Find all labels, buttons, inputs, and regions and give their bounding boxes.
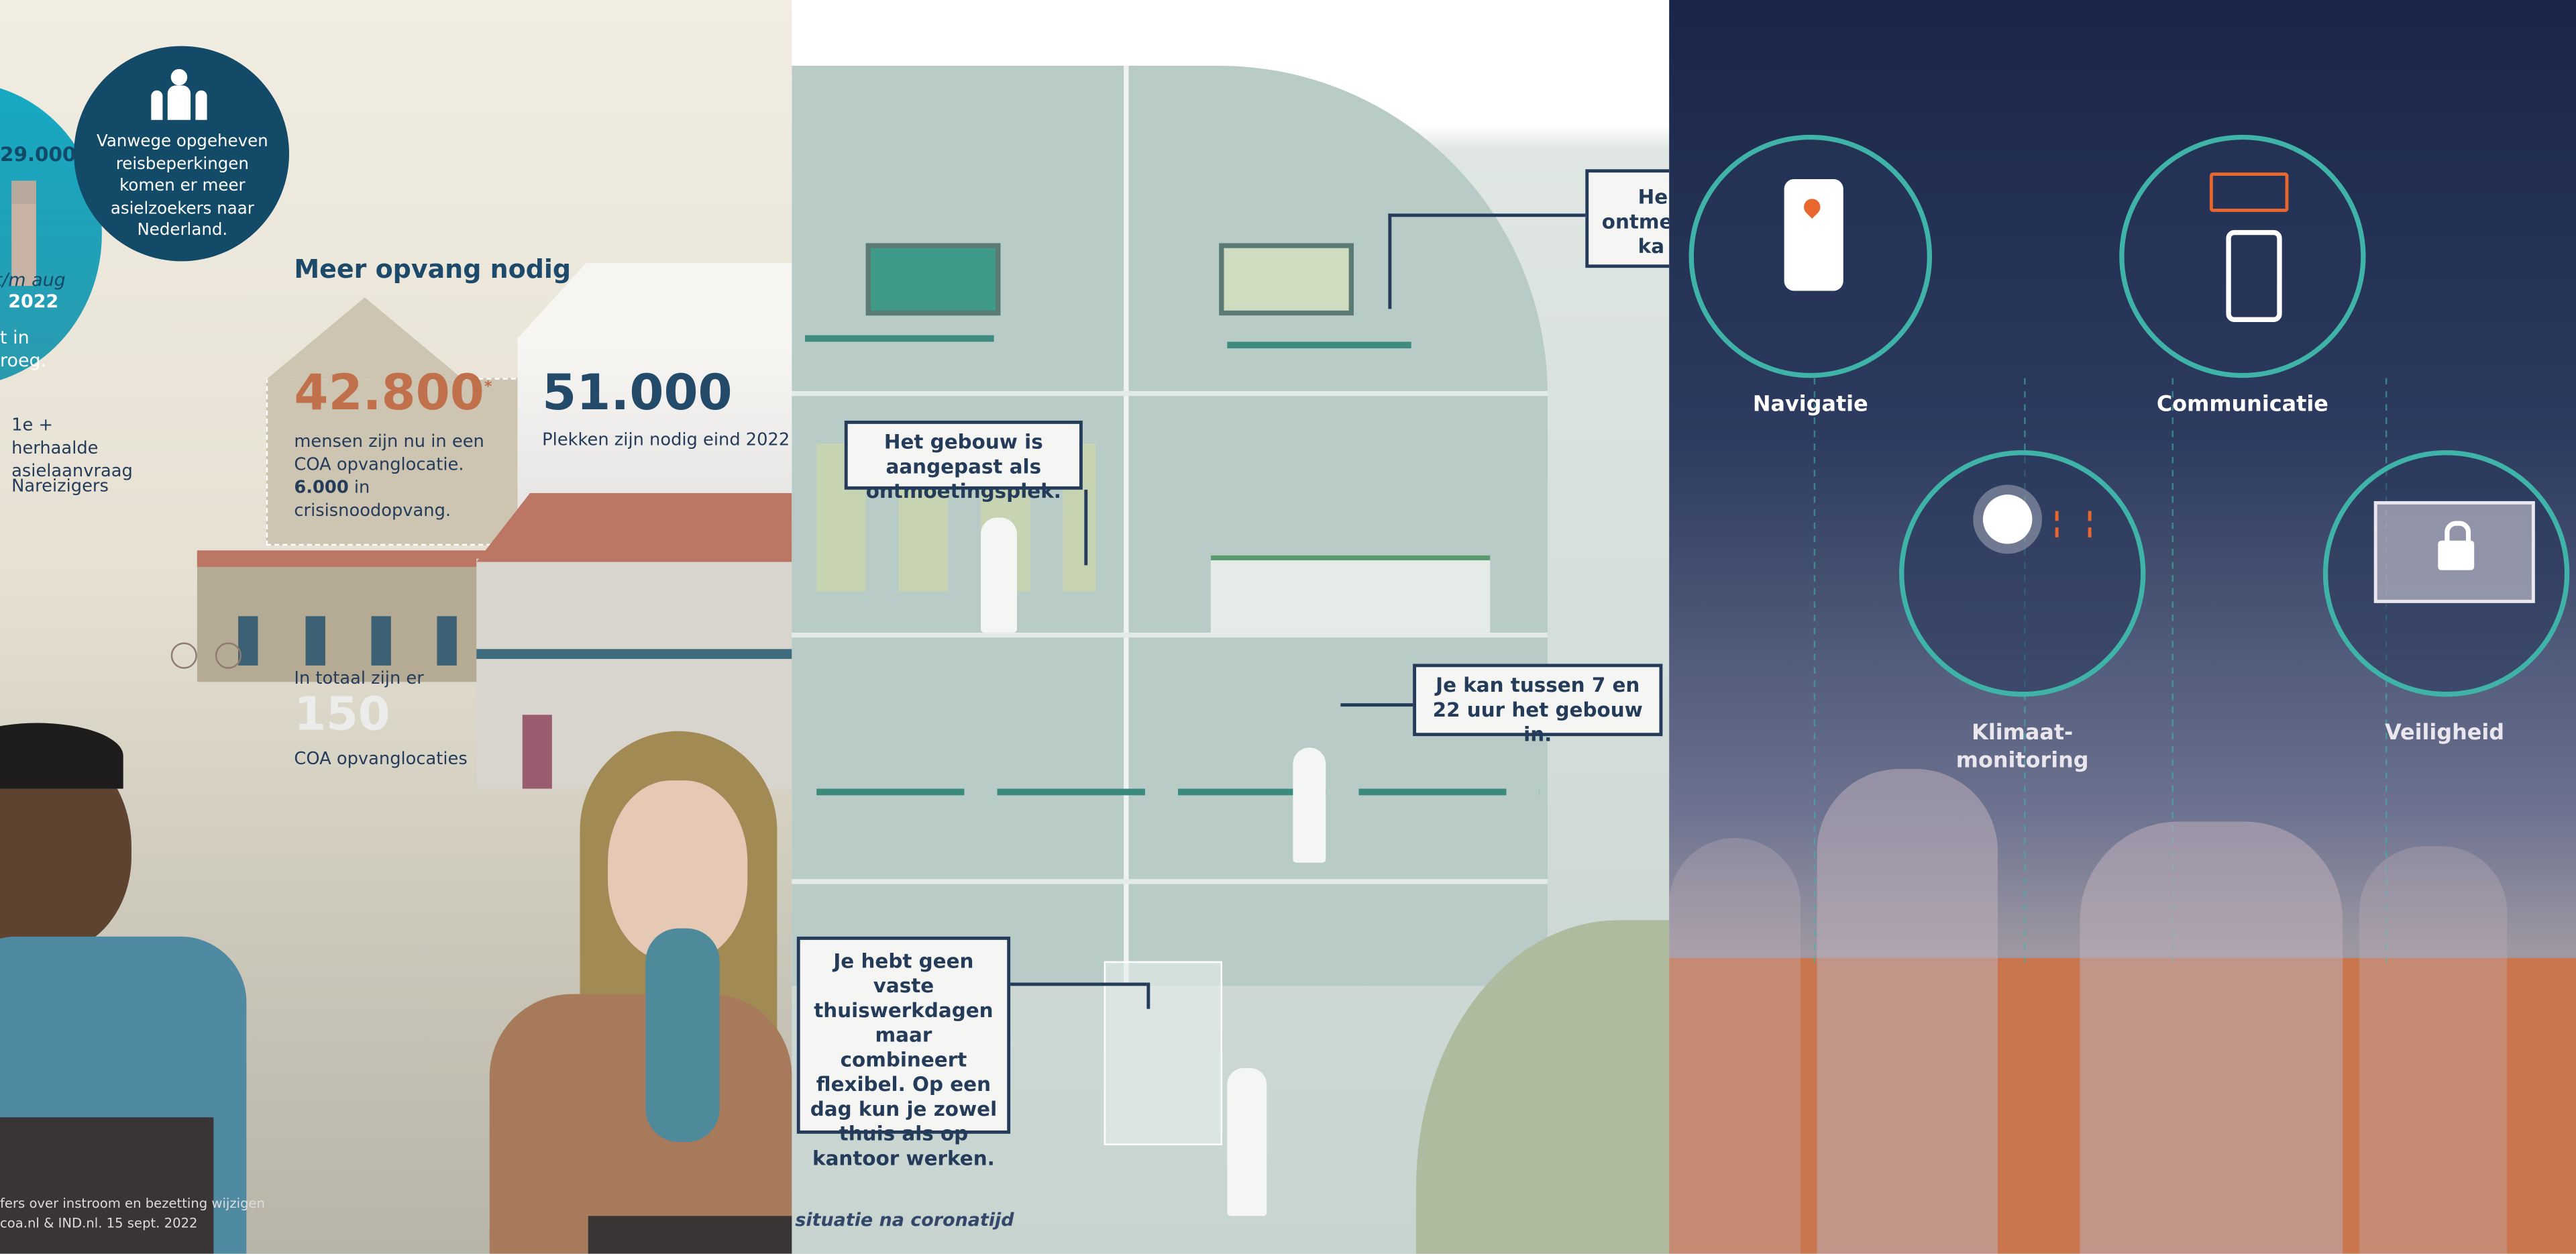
security-circle xyxy=(2322,450,2570,697)
total-intro: In totaal zijn er xyxy=(294,668,424,689)
stat-partial-2: roeg. xyxy=(0,350,47,372)
infographic-smartphone-uses: Navigatie Communicatie Klimaat- monitori… xyxy=(1669,0,2576,1254)
floor-line-2 xyxy=(792,632,1548,638)
label-veiligheid: Veiligheid xyxy=(2385,721,2505,746)
asterisk: * xyxy=(484,379,492,397)
infographic-asylum-reception: 29.000 t/m aug 2022 t in roeg. Vanwege o… xyxy=(0,0,792,1254)
total-text: COA opvanglocaties xyxy=(294,749,468,770)
total-number: 150 xyxy=(294,686,390,741)
person-silhouette xyxy=(1817,769,1998,1254)
stat-partial-1: t in xyxy=(0,327,30,349)
section-heading: Meer opvang nodig xyxy=(294,254,572,284)
label-meeting: Het gebouw is aangepast als ontmoetingsp… xyxy=(844,420,1083,503)
footnote-2: coa.nl & IND.nl. 15 sept. 2022 xyxy=(0,1216,198,1231)
current-number: 42.800 xyxy=(294,364,484,423)
person-figure xyxy=(1227,1067,1267,1216)
infographic-office-building: He ontme ka Het gebouw is aangepast als … xyxy=(792,0,1670,1254)
kitchen-counter xyxy=(1210,555,1491,633)
meeting-table xyxy=(1227,342,1411,349)
needed-text: Plekken zijn nodig eind 2022 xyxy=(542,430,790,451)
stat-period: t/m aug xyxy=(0,269,66,291)
label-klimaat: Klimaat- monitoring xyxy=(1955,721,2089,774)
phone-map-icon xyxy=(1784,178,1843,291)
screen-2 xyxy=(1219,243,1354,316)
phone-chat-icon xyxy=(2209,172,2289,212)
row-houses xyxy=(197,550,526,682)
person-figure xyxy=(981,517,1017,633)
desks xyxy=(816,788,1540,796)
caption: situatie na coronatijd xyxy=(795,1209,1014,1231)
laptop-lock-icon xyxy=(2373,501,2535,603)
entrance-door xyxy=(1104,961,1223,1145)
person-silhouette xyxy=(2080,821,2343,1254)
sun-heat-icon xyxy=(1982,494,2033,544)
stat-year: 2022 xyxy=(8,291,59,313)
floor-line-1 xyxy=(792,390,1548,397)
man-illustration xyxy=(0,608,279,1254)
woman-illustration xyxy=(489,731,792,1254)
floor-line-3 xyxy=(792,879,1548,884)
communication-circle xyxy=(2119,134,2366,378)
large-house-roof xyxy=(476,492,792,562)
label-navigatie: Navigatie xyxy=(1752,393,1868,418)
climate-circle xyxy=(1899,450,2146,697)
person-figure xyxy=(1293,747,1326,863)
label-flexible: Je hebt geen vaste thuiswerkdagen maar c… xyxy=(796,936,1011,1170)
legend-family: Nareizigers xyxy=(11,476,109,497)
legend-asylum: 1e + herhaalde asielaanvraag xyxy=(11,415,133,482)
footnote-1: fers over instroom en bezetting wijzigen xyxy=(0,1196,265,1211)
house-outline-current xyxy=(266,378,525,546)
family-icon xyxy=(151,68,210,128)
person-silhouette xyxy=(1669,837,1801,1254)
needed-number: 51.000 xyxy=(542,364,733,423)
building-divider xyxy=(1124,65,1129,986)
current-text: mensen zijn nu in een COA opvanglocatie.… xyxy=(294,432,484,521)
stat-bar xyxy=(11,180,36,286)
label-hours: Je kan tussen 7 en 22 uur het gebouw in. xyxy=(1413,664,1663,746)
bicycle-icon xyxy=(170,634,244,669)
label-communicatie: Communicatie xyxy=(2156,393,2328,418)
crisis-number: 6.000 xyxy=(294,478,349,499)
bubble-text: Vanwege opgeheven reisbeperkingen komen … xyxy=(96,133,268,240)
table-left xyxy=(805,335,994,342)
stat-value: 29.000 xyxy=(0,143,76,166)
screen-1 xyxy=(865,243,1001,316)
person-silhouette xyxy=(2359,846,2508,1254)
navigation-circle xyxy=(1688,134,1933,378)
label-top-right: He ontme ka xyxy=(1585,169,1670,268)
